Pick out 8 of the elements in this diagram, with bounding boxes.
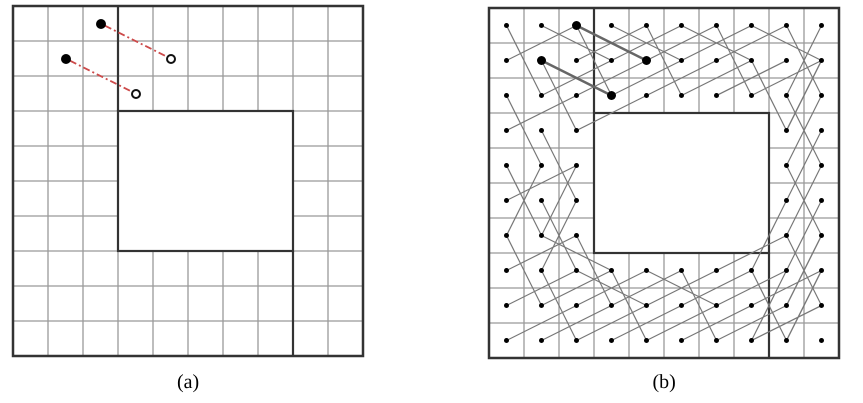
hollow-point	[166, 54, 176, 64]
point-dot	[60, 54, 70, 64]
panel-label: (b)	[652, 371, 676, 393]
panel-label: (a)	[177, 371, 200, 393]
hollow-point	[130, 88, 140, 98]
point-dot	[96, 18, 106, 28]
connector-line	[104, 24, 166, 58]
connector-line	[70, 60, 132, 92]
